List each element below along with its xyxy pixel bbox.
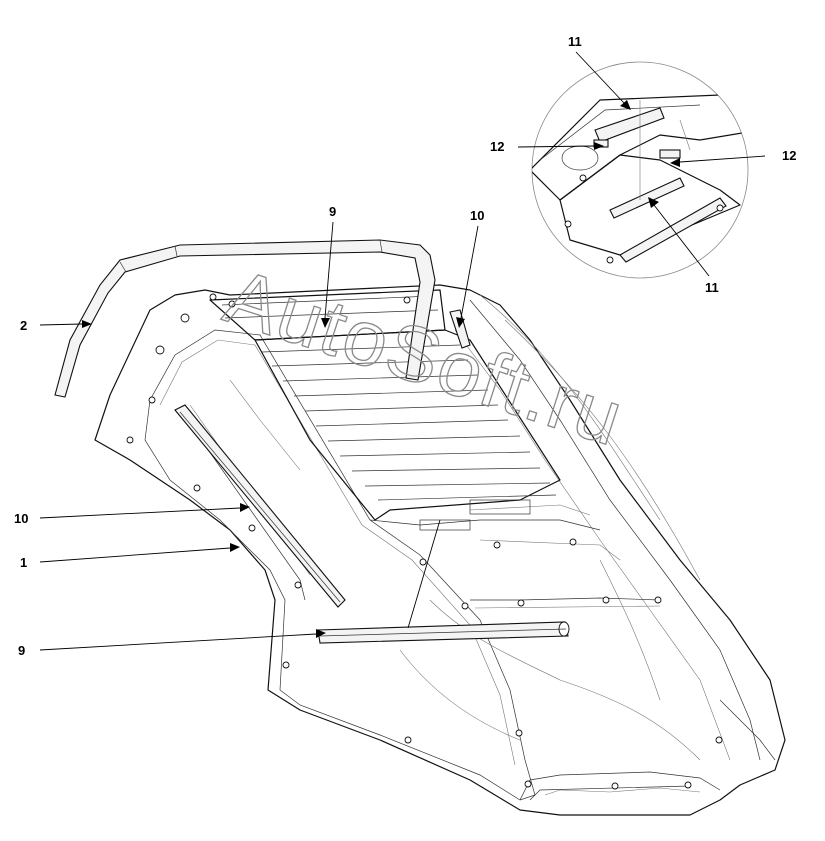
roof-panel bbox=[209, 289, 561, 531]
callout-9-bottom: 9 bbox=[18, 643, 25, 658]
fasteners bbox=[126, 293, 723, 790]
callout-9-top: 9 bbox=[329, 204, 336, 219]
callout-10-left: 10 bbox=[14, 511, 28, 526]
leader-lines bbox=[39, 51, 766, 651]
callout-11-top: 11 bbox=[568, 34, 582, 49]
seal-2 bbox=[54, 239, 436, 398]
callout-10-top: 10 bbox=[470, 208, 484, 223]
callout-1: 1 bbox=[20, 555, 27, 570]
detail-inset bbox=[531, 61, 749, 279]
seal-9-bottom bbox=[317, 621, 570, 644]
callout-11-bottom: 11 bbox=[705, 280, 719, 295]
callout-2: 2 bbox=[20, 318, 27, 333]
callout-12-left: 12 bbox=[490, 139, 504, 154]
roof-slats bbox=[261, 344, 557, 501]
seal-10-left bbox=[174, 404, 346, 608]
callout-labels: 2 10 1 9 9 10 11 12 12 11 bbox=[14, 34, 796, 658]
callout-12-right: 12 bbox=[782, 148, 796, 163]
seal-10-right bbox=[449, 309, 471, 349]
